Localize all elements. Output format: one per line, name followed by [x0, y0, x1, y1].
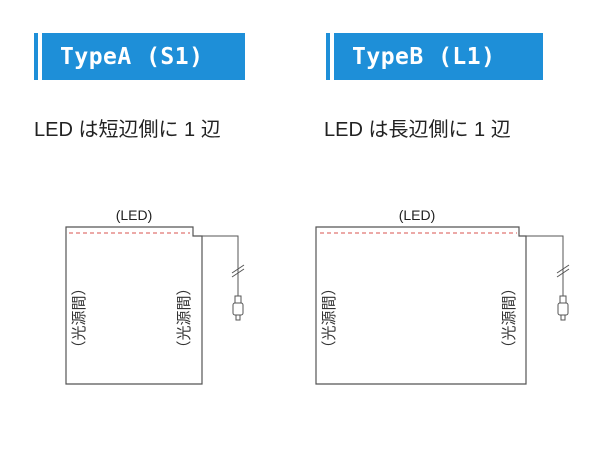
type-a-panel: (LED) （光源間） （光源間） [65, 207, 245, 385]
type-b-side-label-left: （光源間） [321, 280, 338, 355]
badge-accent-bar [34, 33, 38, 80]
type-b-side-label-right: （光源間） [501, 280, 518, 355]
type-a-description: LED は短辺側に 1 辺 [34, 119, 221, 141]
type-b-panel-outline [315, 226, 527, 385]
type-b-badge: TypeB (L1) [326, 33, 543, 80]
type-a-badge: TypeA (S1) [34, 33, 245, 80]
type-b-badge-label: TypeB (L1) [352, 43, 496, 70]
type-a-led-label: (LED) [116, 207, 153, 223]
type-a-side-label-left: （光源間） [71, 280, 88, 355]
type-a-side-label-right: （光源間） [176, 280, 193, 355]
type-a-cable-connector [202, 235, 245, 321]
type-b-led-label: (LED) [399, 207, 436, 223]
type-b-description: LED は長辺側に 1 辺 [324, 119, 511, 141]
type-b-cable-connector [526, 235, 570, 321]
type-a-badge-label: TypeA (S1) [60, 43, 204, 70]
type-b-panel: (LED) （光源間） （光源間） [315, 207, 570, 385]
badge-accent-bar [326, 33, 330, 80]
